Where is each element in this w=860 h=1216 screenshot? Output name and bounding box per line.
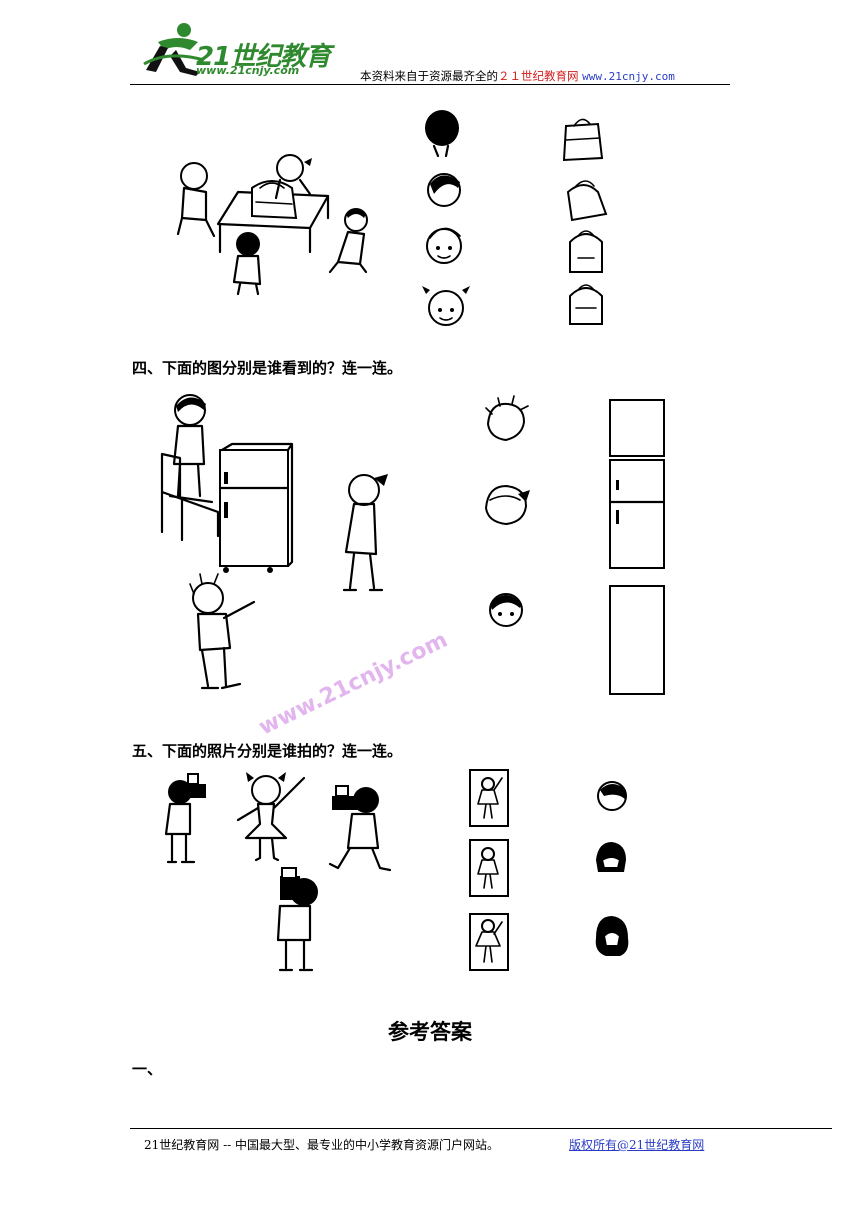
runner-logo-icon xyxy=(143,23,205,76)
q5-scene-figure xyxy=(164,772,392,972)
logo-url: www.21cnjy.com xyxy=(196,64,300,77)
header-note-site-link[interactable]: ２１世纪教育网 xyxy=(498,69,579,83)
q5-photos-column xyxy=(469,769,509,971)
q3-scene-figure xyxy=(176,154,368,296)
footer-divider xyxy=(130,1128,832,1129)
logo-title: 21世纪教育 xyxy=(196,42,331,72)
site-logo[interactable] xyxy=(138,20,348,86)
footer-copyright-link[interactable]: 版权所有@21世纪教育网 xyxy=(569,1138,705,1152)
footer-text: 21世纪教育网 -- 中国最大型、最专业的中小学教育资源门户网站。 xyxy=(144,1138,500,1152)
header-note: 本资料来自于资源最齐全的２１世纪教育网 www.21cnjy.com xyxy=(360,68,675,84)
answers-title: 参考答案 xyxy=(388,1020,472,1044)
header-divider xyxy=(130,84,730,85)
q4-scene-figure xyxy=(160,394,388,690)
q4-heads-column xyxy=(484,395,530,627)
q5-photographer-heads-column xyxy=(595,781,629,956)
q3-bags-column xyxy=(562,118,608,325)
q5-title: 五、下面的照片分别是谁拍的？连一连。 xyxy=(132,742,403,760)
header-note-prefix: 本资料来自于资源最齐全的 xyxy=(360,69,498,83)
answer-item-1: 一、 xyxy=(132,1060,163,1078)
q4-title: 四、下面的图分别是谁看到的？连一连。 xyxy=(132,359,403,377)
q4-fridge-views-column xyxy=(608,399,666,695)
header-note-url-link[interactable]: www.21cnjy.com xyxy=(582,70,675,83)
q3-heads-column xyxy=(422,110,470,326)
